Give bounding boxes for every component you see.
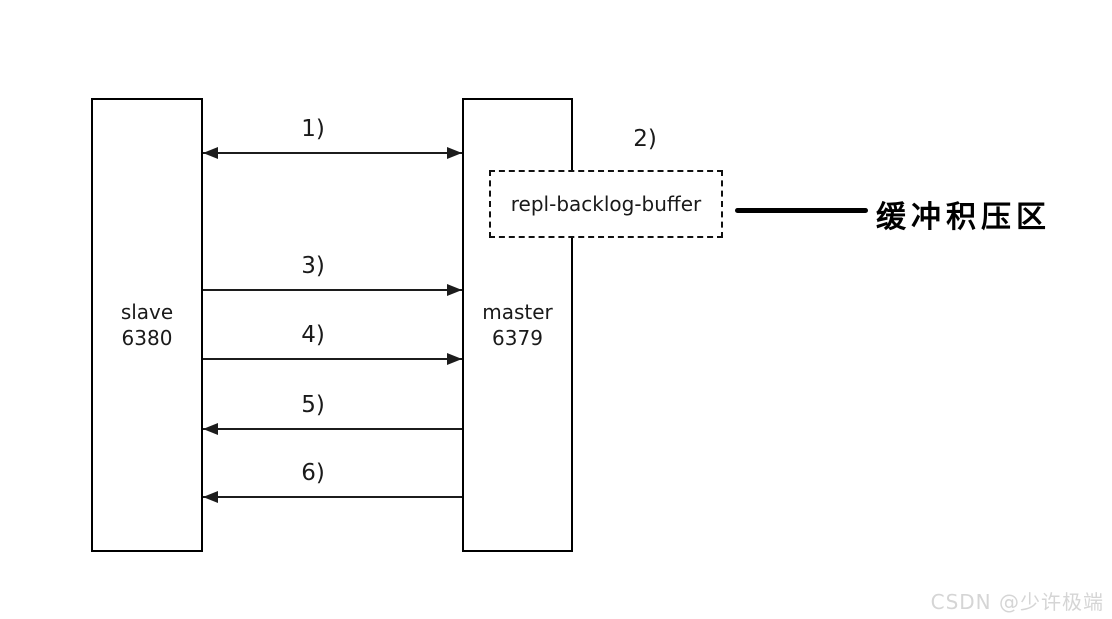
arrow-head-right-icon xyxy=(447,284,462,296)
arrow-line xyxy=(203,428,462,430)
arrow-head-left-icon xyxy=(203,147,218,159)
repl-backlog-buffer-box: repl-backlog-buffer xyxy=(489,170,723,238)
master-node-box: master 6379 xyxy=(462,98,573,552)
arrow-head-right-icon xyxy=(447,147,462,159)
arrow-step-6-label: 6) xyxy=(301,460,325,486)
backlog-annotation: 缓冲积压区 xyxy=(876,200,1051,235)
arrow-head-right-icon xyxy=(447,353,462,365)
arrow-line xyxy=(203,358,462,360)
arrow-line xyxy=(203,289,462,291)
master-node-port: 6379 xyxy=(492,326,543,350)
arrow-step-4-label: 4) xyxy=(301,322,325,348)
arrow-step-1-label: 1) xyxy=(301,116,325,142)
slave-node-port: 6380 xyxy=(121,326,173,350)
backlog-step-label: 2) xyxy=(633,126,657,152)
watermark: CSDN @少许极端 xyxy=(930,590,1104,614)
repl-backlog-buffer-label: repl-backlog-buffer xyxy=(510,192,702,216)
backlog-connector-line xyxy=(735,208,868,213)
slave-node-label: slave xyxy=(120,300,174,324)
arrow-step-5-label: 5) xyxy=(301,392,325,418)
arrow-line xyxy=(203,496,462,498)
arrow-head-left-icon xyxy=(203,423,218,435)
slave-node-box: slave 6380 xyxy=(91,98,203,552)
master-node-label: master xyxy=(482,300,553,324)
arrow-step-3-label: 3) xyxy=(301,253,325,279)
arrow-head-left-icon xyxy=(203,491,218,503)
arrow-line xyxy=(203,152,462,154)
